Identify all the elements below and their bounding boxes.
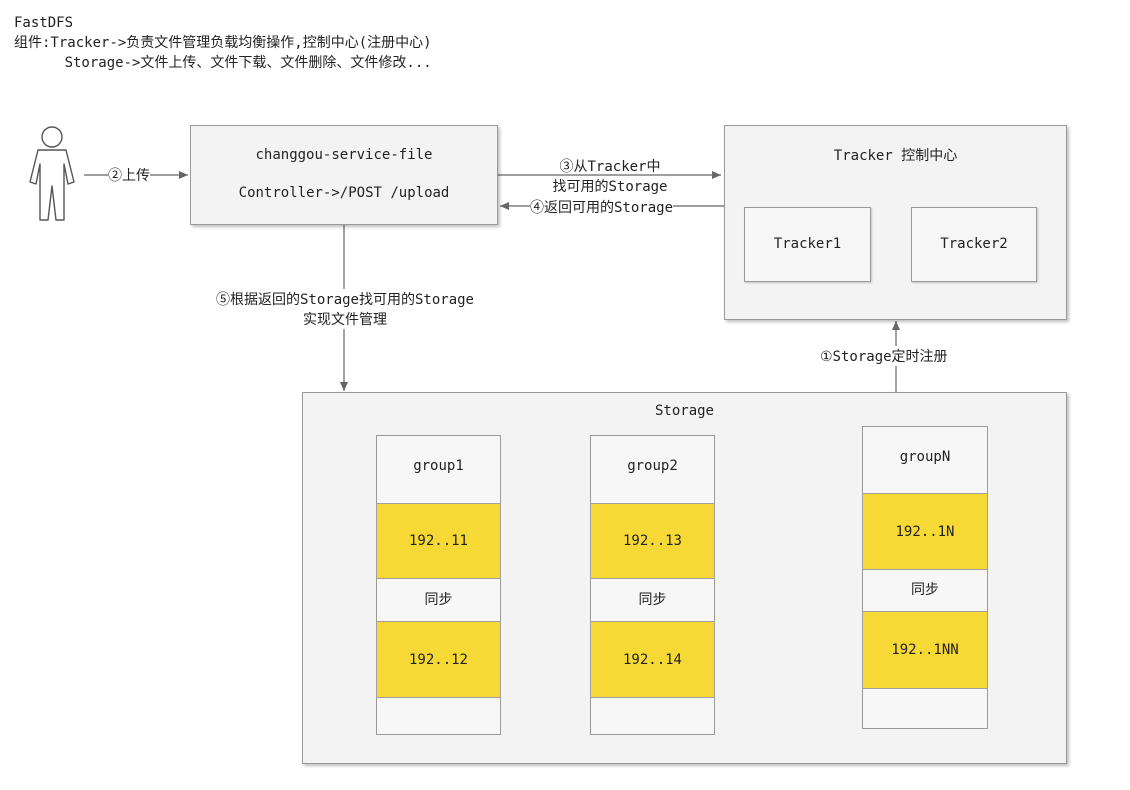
store-label-1: ⑤根据返回的Storage找可用的Storage bbox=[180, 289, 510, 309]
title-line: FastDFS bbox=[14, 15, 74, 31]
storage-group-n: groupN 192..1N 同步 192..1NN bbox=[862, 426, 988, 729]
sync-label: 同步 bbox=[424, 592, 453, 608]
group-label: group2 bbox=[627, 458, 678, 474]
find-storage-label-1: ③从Tracker中 bbox=[559, 159, 661, 175]
user-icon bbox=[29, 126, 75, 221]
storage-server-ip: 192..1NN bbox=[862, 611, 988, 689]
storage-server-ip: 192..12 bbox=[376, 621, 501, 698]
storage-server-ip: 192..11 bbox=[376, 503, 501, 579]
find-storage-label-2: 找可用的Storage bbox=[552, 179, 668, 195]
service-file-box: changgou-service-file Controller->/POST … bbox=[190, 125, 498, 225]
storage-group-1: group1 192..11 同步 192..12 bbox=[376, 435, 501, 735]
components-tracker-line: 组件:Tracker->负责文件管理负载均衡操作,控制中心(注册中心) bbox=[14, 35, 432, 51]
storage-group-2: group2 192..13 同步 192..14 bbox=[590, 435, 715, 735]
tracker-title: Tracker 控制中心 bbox=[833, 148, 958, 164]
tracker-node-label: Tracker2 bbox=[940, 236, 1008, 252]
service-endpoint: Controller->/POST /upload bbox=[238, 185, 450, 201]
tracker-node-2: Tracker2 bbox=[911, 207, 1037, 282]
register-label: ①Storage定时注册 bbox=[820, 346, 948, 366]
storage-server-ip: 192..14 bbox=[590, 621, 715, 698]
upload-label: ②上传 bbox=[108, 165, 150, 185]
group-label: groupN bbox=[899, 449, 951, 465]
storage-title: Storage bbox=[654, 403, 714, 419]
components-storage-line: Storage->文件上传、文件下载、文件删除、文件修改... bbox=[14, 55, 432, 71]
service-title: changgou-service-file bbox=[255, 147, 433, 163]
storage-server-ip: 192..13 bbox=[590, 503, 715, 579]
tracker-node-1: Tracker1 bbox=[744, 207, 871, 282]
sync-label: 同步 bbox=[638, 592, 667, 608]
sync-label: 同步 bbox=[911, 582, 939, 598]
storage-server-ip: 192..1N bbox=[862, 493, 988, 570]
group-label: group1 bbox=[413, 458, 464, 474]
store-label-2: 实现文件管理 bbox=[180, 309, 510, 329]
tracker-node-label: Tracker1 bbox=[773, 236, 842, 252]
tracker-box: Tracker 控制中心 Tracker1 Tracker2 bbox=[724, 125, 1067, 320]
return-storage-label: ④返回可用的Storage bbox=[530, 197, 674, 217]
